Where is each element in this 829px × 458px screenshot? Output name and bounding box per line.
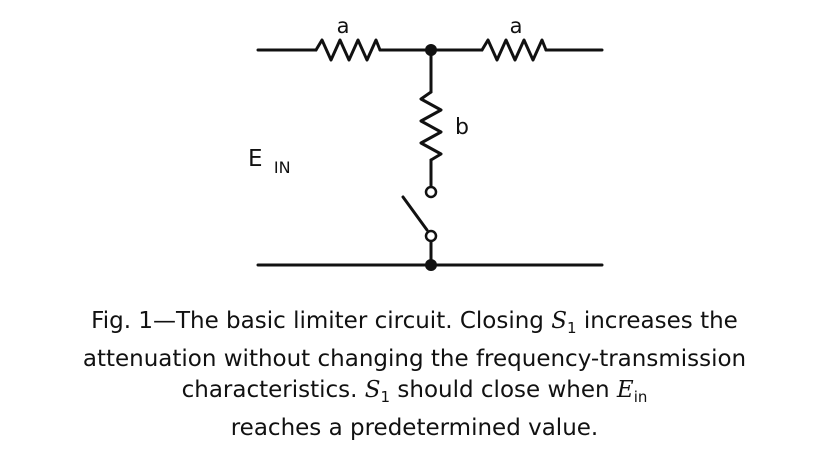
- resistor-a-left: [314, 38, 382, 62]
- caption-line-4: reaches a predetermined value.: [230, 415, 599, 441]
- caption-line-1-end: increases the: [576, 308, 738, 334]
- caption-line-3-s: S: [364, 377, 381, 403]
- caption-line-1-s: S: [551, 308, 567, 334]
- resistor-a-left-label: a: [337, 14, 350, 38]
- bottom-junction-dot: [425, 259, 437, 271]
- resistor-a-right: [480, 38, 548, 62]
- resistor-b: [419, 90, 443, 162]
- input-voltage-main: E: [248, 146, 263, 172]
- figure-caption: Fig. 1—The basic limiter circuit. Closin…: [0, 306, 829, 444]
- limiter-circuit-diagram: a a b E IN: [248, 14, 604, 271]
- resistor-b-label: b: [455, 115, 469, 140]
- caption-line-1: Fig. 1—The basic limiter circuit. Closin…: [0, 306, 829, 344]
- caption-line-3-start: characteristics.: [181, 377, 365, 403]
- caption-line-3-s-sub: 1: [380, 388, 391, 406]
- switch-blade: [401, 195, 429, 232]
- caption-line-3-e: E: [616, 377, 634, 403]
- resistor-a-right-label: a: [510, 14, 523, 38]
- caption-line-2: attenuation without changing the frequen…: [82, 346, 747, 372]
- switch-contact-top: [424, 185, 438, 199]
- caption-line-3-e-sub: in: [633, 388, 648, 406]
- caption-line-1-s-sub: 1: [566, 319, 577, 337]
- switch-contact-bottom: [424, 229, 438, 243]
- caption-line-1-start: Fig. 1—The basic limiter circuit. Closin…: [91, 308, 552, 334]
- input-voltage-sub: IN: [274, 158, 291, 177]
- top-junction-dot: [425, 44, 437, 56]
- input-voltage-label: E IN: [248, 146, 291, 177]
- caption-line-3: characteristics. S1 should close when Ei…: [0, 375, 829, 413]
- caption-line-3-middle: should close when: [390, 377, 617, 403]
